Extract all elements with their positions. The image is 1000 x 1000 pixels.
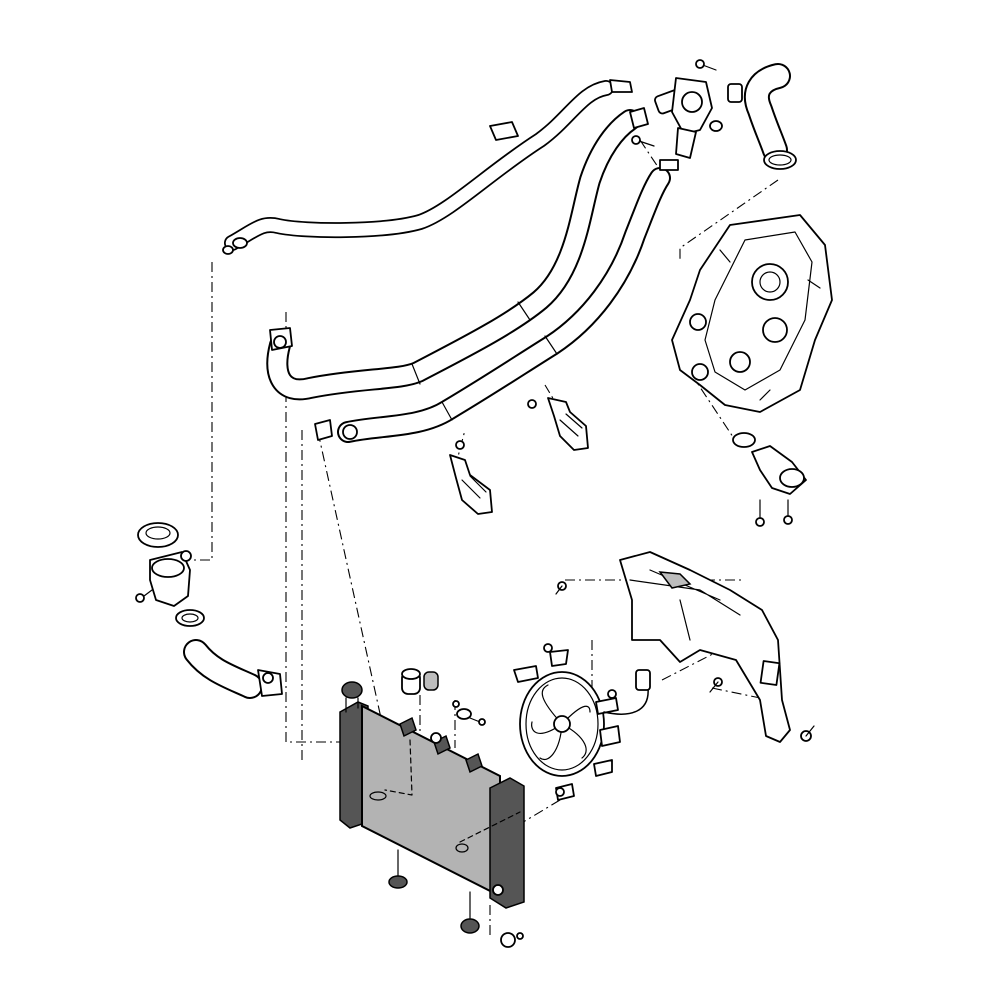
coolant-hose-lower	[337, 167, 671, 443]
radiator	[339, 681, 525, 948]
hose-bracket-right	[527, 397, 589, 451]
coolant-hose-upper	[266, 109, 641, 401]
water-pump-fitting	[732, 432, 807, 527]
assembly-leader-lines	[182, 139, 779, 935]
hose-bracket-left	[449, 440, 493, 515]
hose-clamps-left	[222, 237, 358, 441]
thermostat-housing	[489, 59, 743, 171]
engine-crankcase-cover	[671, 214, 833, 413]
radiator-cap-filler-neck	[135, 522, 205, 627]
radiator-inlet-hose	[183, 639, 283, 699]
fasteners	[516, 787, 565, 940]
upper-right-hose	[743, 63, 797, 170]
side-shroud-bracket	[555, 551, 815, 743]
cooling-fan	[513, 643, 651, 801]
radiator-grommets	[401, 668, 486, 744]
upper-breather-hose	[224, 80, 614, 251]
